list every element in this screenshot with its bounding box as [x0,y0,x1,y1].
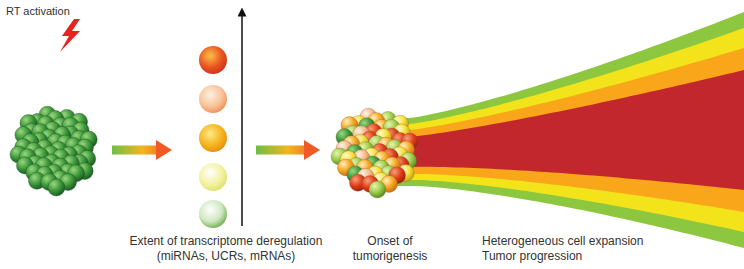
flow-arrow [112,146,158,155]
scale-arrow [241,12,243,226]
diagram-stage-node: Onset of tumorigenesis [320,104,432,200]
diagram-stage-node: Extent of transcriptome deregulation (mi… [172,4,256,230]
deregulation-level [199,163,227,191]
stage-label: Tumor progression [482,249,582,264]
stage-label: Heterogeneous cell expansion [482,234,643,249]
progression-band [396,12,744,248]
progression-band [396,48,744,212]
deregulation-level [199,85,227,113]
progression-band [396,70,744,190]
flow-arrow [256,146,306,155]
heterogeneous-cell-cluster [331,108,418,198]
deregulation-level [199,200,227,228]
stage-label: Onset of tumorigenesis [346,234,434,264]
progression-band [396,28,744,232]
deregulation-level [199,124,227,152]
normal-cell-cluster [10,106,97,196]
cell [369,181,386,198]
cell [48,179,65,196]
diagram-stage-node: Heterogeneous cell expansionTumor progre… [432,12,742,266]
stage-label: RT activation [6,4,70,19]
stage-label: Extent of transcriptome deregulation (mi… [111,234,341,264]
diagram-stage-node: RT activation [4,4,112,200]
lightning-bolt [60,19,80,52]
deregulation-level [199,46,227,74]
